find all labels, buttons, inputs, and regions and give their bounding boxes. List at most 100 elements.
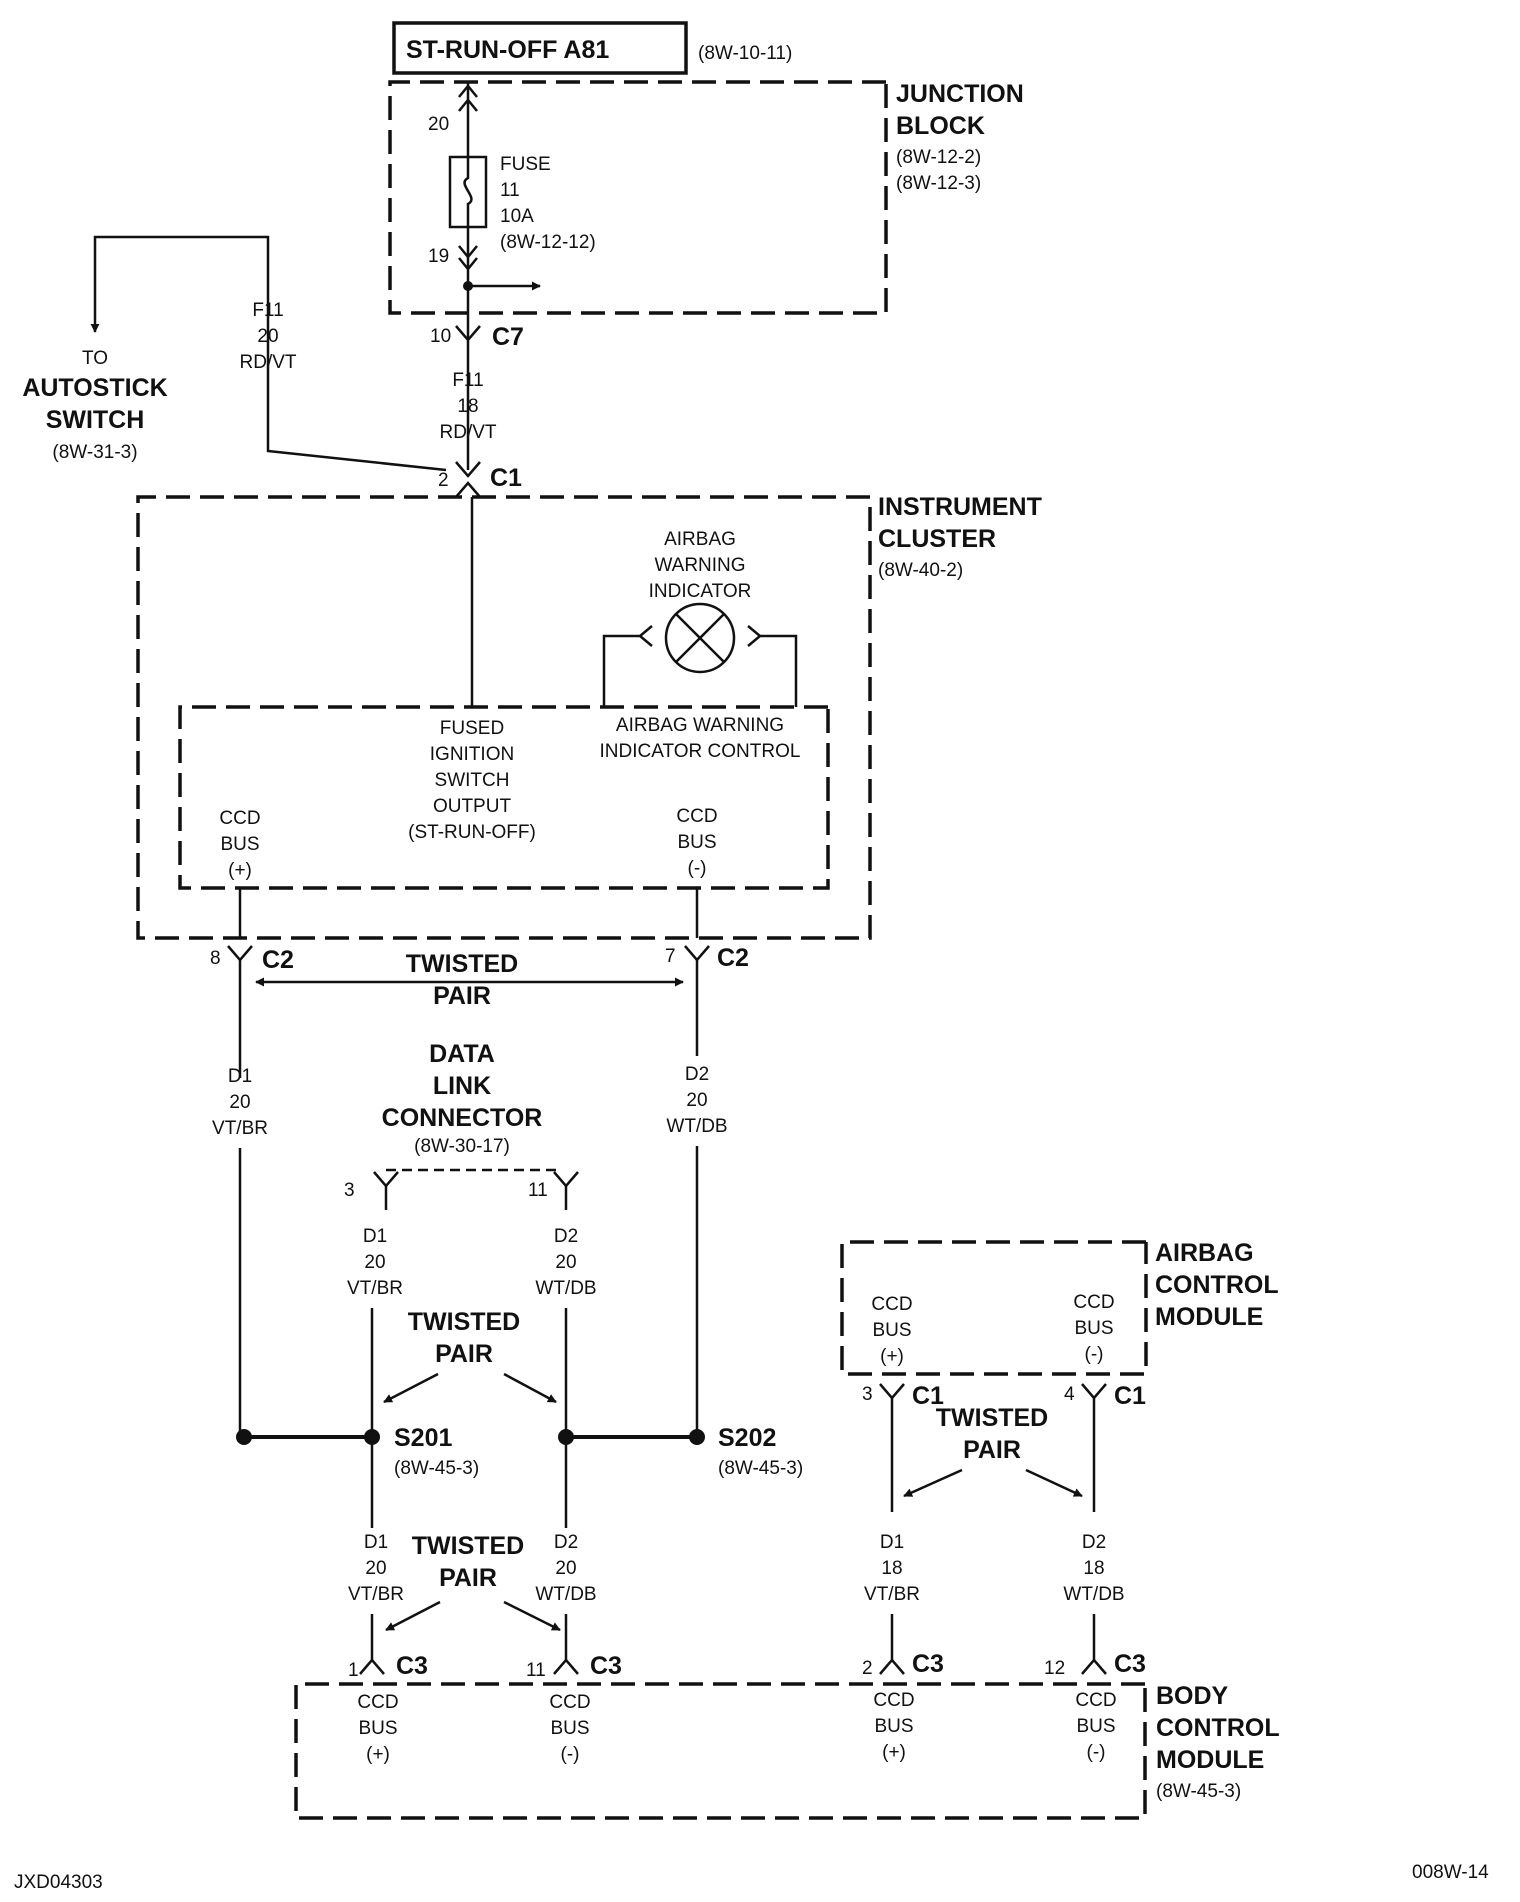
c7-name: C7: [492, 323, 524, 351]
c2-left-connector-icon: [227, 945, 253, 962]
cluster-name: INSTRUMENT: [878, 493, 1042, 521]
bcm-label-3: MODULE: [1156, 1746, 1264, 1774]
header-ref: (8W-10-11): [698, 43, 792, 64]
wire-d1-acm-color: VT/BR: [864, 1584, 920, 1605]
twisted-pair-label-3b: PAIR: [439, 1564, 497, 1592]
cluster-ccd-plus: CCD: [219, 808, 260, 829]
wire-d1-lower-gauge: 20: [365, 1558, 386, 1579]
wire-d1-dlc-color: VT/BR: [347, 1278, 403, 1299]
twisted-pair-label-1: TWISTED: [406, 950, 519, 978]
junction-block-ref-2: (8W-12-3): [896, 173, 981, 194]
cluster-ref: (8W-40-2): [878, 560, 963, 581]
header-box: ST-RUN-OFF A81 (8W-10-11): [392, 21, 792, 75]
bcm-ccd-3: CCD: [873, 1690, 914, 1711]
dlc-pin3-icon: [373, 1171, 399, 1188]
wire-f11-20-color: RD/VT: [240, 352, 297, 373]
wire-d1-acm-circuit: D1: [880, 1532, 904, 1553]
fuse-ref: (8W-12-12): [500, 232, 596, 253]
fused-label-5: (ST-RUN-OFF): [408, 822, 536, 843]
bcm-ref: (8W-45-3): [1156, 1781, 1241, 1802]
wire-f11-20-circuit: F11: [252, 300, 283, 321]
cluster-minus: (-): [688, 858, 707, 879]
junction-block: JUNCTION BLOCK (8W-12-2) (8W-12-3) 20 FU…: [388, 80, 1024, 315]
bcm-c3-name-3: C3: [912, 1650, 944, 1678]
c2-left-pin: 8: [210, 948, 221, 969]
pin-20-label: 20: [428, 114, 449, 135]
acm-c1-right-icon: [1081, 1383, 1107, 1400]
bcm-pin-2: 2: [862, 1658, 873, 1679]
data-link-connector: DATA LINK CONNECTOR (8W-30-17) 3 11: [344, 1040, 579, 1201]
twisted-pair-label-4: TWISTED: [936, 1404, 1049, 1432]
bcm-c3-pin11-icon: [553, 1658, 579, 1675]
splice-s202-ref: (8W-45-3): [718, 1458, 803, 1479]
wire-f11-18-gauge: 18: [457, 396, 478, 417]
wire-d2-acm-gauge: 18: [1083, 1558, 1104, 1579]
c2-right-connector-icon: [684, 945, 710, 962]
wire-d2-right-color: WT/DB: [666, 1116, 727, 1137]
fuse-number: 11: [500, 180, 520, 201]
wire-d1-acm-gauge: 18: [881, 1558, 902, 1579]
dlc-pin-11: 11: [528, 1180, 548, 1201]
bcm-ccd-4: CCD: [1075, 1690, 1116, 1711]
bcm-bus-1: BUS: [358, 1718, 397, 1739]
acm-bus-plus: BUS: [872, 1320, 911, 1341]
bcm-bus-2: BUS: [550, 1718, 589, 1739]
dlc-label-1: DATA: [429, 1040, 495, 1068]
wire-d2-dlc-gauge: 20: [555, 1252, 576, 1273]
acm-ccd-plus: CCD: [871, 1294, 912, 1315]
wire-d2-lower-color: WT/DB: [535, 1584, 596, 1605]
body-control-module: BODY CONTROL MODULE (8W-45-3) CCD BUS (+…: [294, 1682, 1280, 1820]
twisted-pair-arrow-3b: [503, 1600, 561, 1632]
dlc-pin-3: 3: [344, 1180, 355, 1201]
twisted-pair-arrow-4b: [1025, 1468, 1083, 1498]
bcm-c3-pin12-icon: [1081, 1658, 1107, 1675]
junction-block-ref-1: (8W-12-2): [896, 147, 981, 168]
twisted-pair-label-2b: PAIR: [435, 1340, 493, 1368]
splice-s201-ref: (8W-45-3): [394, 1458, 479, 1479]
cluster-bus-plus: BUS: [220, 834, 259, 855]
c7-connector-icon: [455, 325, 481, 342]
c7-pin-label: 10: [430, 326, 451, 347]
footer-left-code: JXD04303: [14, 1872, 103, 1893]
c2-right-name: C2: [717, 944, 749, 972]
acm-pin-3: 3: [862, 1384, 873, 1405]
bcm-plus-1: (+): [366, 1744, 390, 1765]
bcm-c3-pin2-icon: [879, 1658, 905, 1675]
wire-d2-lower-circuit: D2: [554, 1532, 578, 1553]
ctrl-label-2: INDICATOR CONTROL: [600, 741, 801, 762]
autostick-ref: (8W-31-3): [52, 442, 137, 463]
c1-pin-label: 2: [438, 470, 449, 491]
wire-f11-18-circuit: F11: [452, 370, 483, 391]
acm-c1-left-name: C1: [912, 1382, 944, 1410]
wire-d2-right-circuit: D2: [685, 1064, 709, 1085]
cluster-ccd-minus: CCD: [676, 806, 717, 827]
autostick-label-2: SWITCH: [46, 406, 145, 434]
dlc-ref: (8W-30-17): [414, 1136, 510, 1157]
acm-c1-left-icon: [879, 1383, 905, 1400]
twisted-pair-arrow-2a: [383, 1372, 439, 1404]
ctrl-label-1: AIRBAG WARNING: [616, 715, 784, 736]
lamp-label-1: AIRBAG: [664, 529, 736, 550]
autostick-to: TO: [82, 348, 108, 369]
acm-pin-4: 4: [1064, 1384, 1075, 1405]
header-title: ST-RUN-OFF A81: [406, 36, 609, 64]
wire-d1-lower-circuit: D1: [364, 1532, 388, 1553]
autostick-label: AUTOSTICK: [22, 374, 167, 402]
c1-name: C1: [490, 464, 522, 492]
wire-d2-acm-color: WT/DB: [1063, 1584, 1124, 1605]
bcm-minus-2: (-): [561, 1744, 580, 1765]
wire-d2-right-gauge: 20: [686, 1090, 707, 1111]
lamp-label-3: INDICATOR: [649, 581, 752, 602]
connector-symbol-19: [458, 245, 478, 271]
bcm-label-2: CONTROL: [1156, 1714, 1280, 1742]
bcm-ccd-2: CCD: [549, 1692, 590, 1713]
splice-s202-name: S202: [718, 1424, 776, 1452]
bcm-c3-name-4: C3: [1114, 1650, 1146, 1678]
acm-label-2: CONTROL: [1155, 1271, 1279, 1299]
splice-s201-dot: [364, 1429, 380, 1445]
dlc-pin11-icon: [553, 1171, 579, 1188]
acm-plus: (+): [880, 1346, 904, 1367]
twisted-pair-label-1b: PAIR: [433, 982, 491, 1010]
wire-f11-20-gauge: 20: [257, 326, 278, 347]
fuse-amperage: 10A: [500, 206, 534, 227]
